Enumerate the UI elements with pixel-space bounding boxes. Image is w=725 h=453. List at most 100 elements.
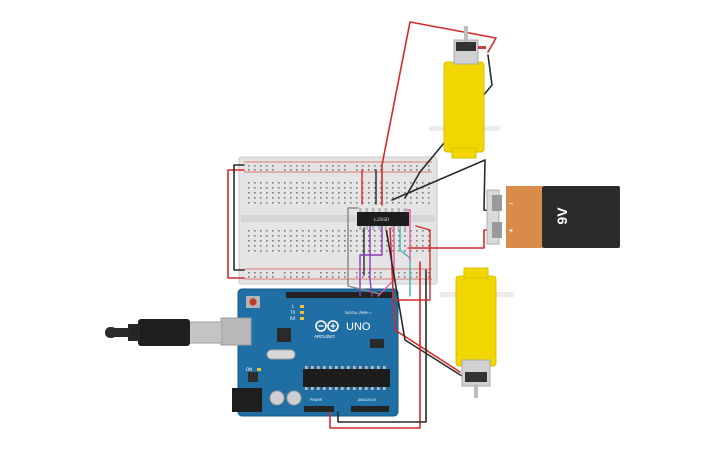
breadboard[interactable] — [238, 156, 438, 285]
wire-pink-signal[interactable] — [377, 225, 395, 297]
terminal-hole — [404, 240, 406, 242]
terminal-hole — [374, 230, 376, 232]
terminal-hole — [410, 192, 412, 194]
terminal-hole — [308, 202, 310, 204]
terminal-hole — [302, 245, 304, 247]
terminal-hole — [302, 192, 304, 194]
terminal-hole — [350, 245, 352, 247]
chip-pin — [359, 208, 362, 212]
terminal-hole — [278, 182, 280, 184]
terminal-hole — [392, 230, 394, 232]
wire-black-arduino-gnd[interactable] — [337, 269, 427, 423]
power-header-label: POWER — [310, 398, 323, 402]
rail-hole — [428, 165, 430, 167]
l293d-driver-chip[interactable]: L293D — [357, 208, 409, 230]
rail-hole — [428, 272, 430, 274]
rail-hole — [296, 165, 298, 167]
terminal-hole — [344, 240, 346, 242]
icsp-header — [370, 339, 384, 348]
wire-gray[interactable] — [347, 207, 381, 295]
atmega-pin — [311, 366, 314, 369]
terminal-hole — [326, 250, 328, 252]
terminal-hole — [338, 202, 340, 204]
led-rx-label: RX — [290, 316, 296, 321]
rail-hole — [374, 272, 376, 274]
dc-motor-bottom[interactable] — [440, 267, 514, 398]
terminal-hole — [404, 202, 406, 204]
terminal-hole — [302, 230, 304, 232]
terminal-hole — [272, 230, 274, 232]
atmega-pin — [365, 387, 368, 390]
terminal-hole — [302, 235, 304, 237]
terminal-hole — [326, 182, 328, 184]
terminal-hole — [314, 182, 316, 184]
terminal-hole — [338, 235, 340, 237]
atmega-pin — [323, 366, 326, 369]
atmega-pin — [305, 366, 308, 369]
terminal-hole — [314, 235, 316, 237]
power-header — [304, 406, 334, 412]
terminal-hole — [362, 235, 364, 237]
wire-teal-signal[interactable] — [399, 225, 411, 297]
terminal-hole — [404, 182, 406, 184]
terminal-hole — [362, 197, 364, 199]
terminal-hole — [374, 202, 376, 204]
wire-black-bottom-motor[interactable] — [385, 227, 463, 377]
terminal-hole — [326, 235, 328, 237]
rail-hole — [272, 165, 274, 167]
terminal-hole — [248, 235, 250, 237]
terminal-hole — [248, 192, 250, 194]
terminal-hole — [260, 202, 262, 204]
terminal-hole — [296, 202, 298, 204]
rail-hole — [320, 169, 322, 171]
arduino-uno-board[interactable]: L TX RX ON UNO ARDUINO DIGITAL (PWM~) PO… — [220, 288, 399, 417]
terminal-hole — [362, 250, 364, 252]
terminal-hole — [350, 240, 352, 242]
rail-hole — [356, 165, 358, 167]
terminal-hole — [302, 250, 304, 252]
terminal-hole — [410, 197, 412, 199]
terminal-hole — [266, 192, 268, 194]
wire-red-pin[interactable] — [395, 225, 431, 301]
crystal-oscillator — [266, 349, 296, 360]
terminal-hole — [344, 250, 346, 252]
chip-pin — [384, 226, 388, 230]
terminal-hole — [386, 187, 388, 189]
terminal-hole — [320, 245, 322, 247]
terminal-hole — [254, 192, 256, 194]
terminal-hole — [422, 182, 424, 184]
terminal-hole — [308, 197, 310, 199]
analog-header — [351, 406, 389, 412]
dc-motor-top[interactable] — [429, 26, 500, 159]
wire-purple-signal[interactable] — [369, 225, 373, 297]
rail-hole — [398, 272, 400, 274]
reset-button-cap[interactable] — [249, 298, 257, 306]
terminal-hole — [422, 202, 424, 204]
terminal-hole — [254, 187, 256, 189]
terminal-hole — [272, 202, 274, 204]
wire-purple-signal-2[interactable] — [359, 225, 383, 297]
wire-red-rail-left[interactable] — [227, 169, 245, 279]
rail-hole — [404, 272, 406, 274]
usb-cable[interactable] — [105, 319, 223, 346]
battery-9v[interactable]: − + 9V — [486, 186, 620, 248]
terminal-hole — [398, 245, 400, 247]
rail-hole — [338, 272, 340, 274]
breadboard-holes — [248, 165, 430, 278]
terminal-hole — [272, 250, 274, 252]
digital-header-label: DIGITAL (PWM~) — [345, 311, 371, 315]
terminal-hole — [266, 245, 268, 247]
wire-red-arduino-5v[interactable] — [329, 261, 421, 429]
rail-hole — [380, 272, 382, 274]
terminal-hole — [392, 235, 394, 237]
terminal-hole — [422, 240, 424, 242]
wire-red-top-motor[interactable] — [381, 21, 497, 206]
terminal-hole — [278, 245, 280, 247]
capacitor-2 — [286, 390, 302, 406]
terminal-hole — [410, 235, 412, 237]
terminal-hole — [392, 197, 394, 199]
chip-pin — [365, 226, 368, 230]
terminal-hole — [260, 250, 262, 252]
wire-black-rail-left[interactable] — [233, 164, 245, 271]
rail-hole — [302, 165, 304, 167]
